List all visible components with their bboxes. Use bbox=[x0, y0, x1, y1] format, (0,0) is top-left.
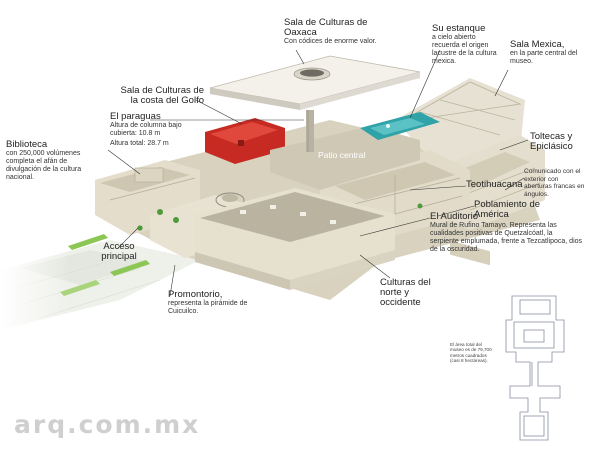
label-paraguas: El paraguas Altura de columna bajo cubie… bbox=[110, 112, 182, 148]
sala-oaxaca-title: Sala de Culturas de Oaxaca bbox=[284, 17, 368, 38]
label-sala-golfo: Sala de Culturas de la costa del Golfo bbox=[118, 86, 204, 106]
trees bbox=[137, 203, 423, 231]
patio-central-title: Patio central bbox=[318, 150, 366, 160]
label-toltecas: Toltecas y Epiclásico bbox=[530, 132, 586, 152]
label-teotihuacana: Teotihuacana bbox=[466, 180, 536, 190]
label-sala-mexica: Sala Mexica, en la parte central del mus… bbox=[510, 40, 580, 66]
biblioteca-title: Biblioteca bbox=[6, 139, 48, 150]
toltecas-title: Toltecas y Epiclásico bbox=[530, 131, 573, 152]
sala-mexica-desc: en la parte central del museo. bbox=[510, 50, 578, 65]
area-total-desc: El área total del museo es de 79,700 met… bbox=[450, 342, 492, 364]
poblamiento-title: Poblamiento de América bbox=[474, 199, 541, 220]
paraguas-canopy bbox=[209, 55, 421, 152]
paraguas-total-height: Altura total: 28.7 m bbox=[110, 140, 169, 147]
biblioteca-desc: con 250,000 volúmenes completa el afán d… bbox=[6, 150, 82, 181]
sala-golfo-title: Sala de Culturas de la costa del Golfo bbox=[120, 85, 204, 106]
promontorio-desc: representa la pirámide de Cuicuilco. bbox=[168, 300, 248, 315]
estanque-title: Su estanque bbox=[432, 23, 486, 34]
promontorio-title: Promontorio, bbox=[168, 289, 223, 300]
paraguas-column-height: Altura de columna bajo cubierta: 10.8 m bbox=[110, 122, 182, 137]
paraguas-title: El paraguas bbox=[110, 111, 161, 122]
estanque-desc: a cielo abierto recuerda el origen lacus… bbox=[432, 34, 497, 65]
label-acceso-principal: Acceso principal bbox=[92, 242, 146, 262]
label-area-total: El área total del museo es de 79,700 met… bbox=[450, 342, 496, 364]
access-plaza bbox=[0, 240, 200, 340]
label-comunicado: Comunicado con el exterior con aberturas… bbox=[524, 168, 588, 198]
label-sala-oaxaca: Sala de Culturas de Oaxaca Con códices d… bbox=[284, 18, 384, 46]
label-promontorio: Promontorio, representa la pirámide de C… bbox=[168, 290, 248, 316]
culturas-norte-title: Culturas del norte y occidente bbox=[380, 277, 431, 308]
watermark-logo: arq.com.mx bbox=[14, 410, 201, 439]
golfo-red-room bbox=[205, 118, 285, 164]
label-auditorio: El Auditorio Mural de Rufino Tamayo. Rep… bbox=[430, 212, 582, 254]
auditorio-title: El Auditorio bbox=[430, 211, 479, 222]
sala-mexica-title: Sala Mexica, bbox=[510, 39, 565, 50]
label-poblamiento: Poblamiento de América bbox=[474, 200, 554, 220]
acceso-principal-title: Acceso principal bbox=[101, 241, 137, 262]
leader-lines bbox=[107, 49, 529, 297]
norte-occidente-wing bbox=[195, 188, 395, 290]
label-culturas-norte: Culturas del norte y occidente bbox=[380, 278, 450, 308]
label-estanque: Su estanque a cielo abierto recuerda el … bbox=[432, 24, 504, 66]
label-patio-central: Patio central bbox=[318, 150, 378, 160]
comunicado-desc: Comunicado con el exterior con aberturas… bbox=[524, 168, 585, 198]
sala-oaxaca-desc: Con códices de enorme valor. bbox=[284, 38, 377, 45]
auditorio-desc: Mural de Rufino Tamayo. Representa las c… bbox=[430, 222, 583, 253]
teotihuacana-title: Teotihuacana bbox=[466, 179, 523, 190]
floor-plan-inset bbox=[505, 295, 565, 441]
label-biblioteca: Biblioteca con 250,000 volúmenes complet… bbox=[6, 140, 82, 182]
